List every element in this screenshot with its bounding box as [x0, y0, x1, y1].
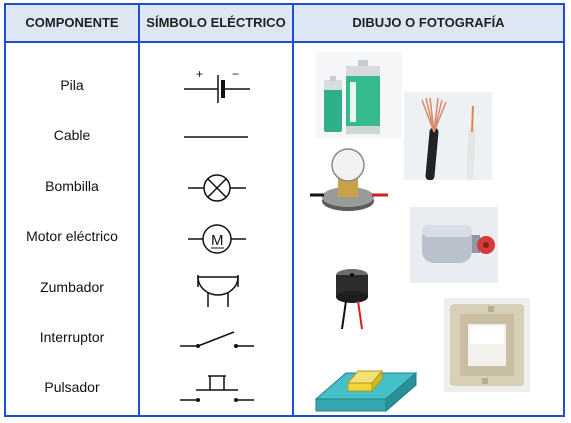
header-picture: DIBUJO O FOTOGRAFÍA — [352, 15, 505, 30]
column-divider — [292, 5, 294, 415]
lamp-symbol-icon — [140, 166, 292, 210]
motor-photo — [410, 207, 498, 283]
battery-symbol-icon: + − — [140, 63, 292, 107]
pushbutton-symbol-icon — [140, 368, 292, 412]
component-name-motor: Motor eléctrico — [26, 228, 118, 244]
component-name-interruptor: Interruptor — [39, 329, 105, 345]
component-name-cable: Cable — [53, 127, 91, 143]
header-component: COMPONENTE — [25, 15, 119, 30]
component-name-zumbador: Zumbador — [40, 279, 104, 295]
switch-photo — [444, 298, 530, 392]
switch-symbol-icon — [140, 318, 292, 362]
cable-photo — [404, 92, 492, 180]
battery-minus-label: − — [232, 67, 239, 81]
component-name-pulsador: Pulsador — [44, 379, 100, 395]
motor-letter: M — [211, 232, 224, 249]
wire-symbol-icon — [140, 115, 292, 159]
bulb-drawing — [308, 145, 394, 217]
motor-symbol-icon: M — [140, 217, 292, 261]
pushbutton-drawing — [312, 357, 418, 415]
battery-plus-label: + — [196, 67, 203, 81]
component-name-bombilla: Bombilla — [45, 178, 99, 194]
buzzer-symbol-icon — [140, 267, 292, 311]
components-table: COMPONENTE SÍMBOLO ELÉCTRICO DIBUJO O FO… — [4, 3, 565, 417]
buzzer-drawing — [324, 263, 384, 333]
table-header: COMPONENTE SÍMBOLO ELÉCTRICO DIBUJO O FO… — [6, 5, 563, 43]
header-symbol: SÍMBOLO ELÉCTRICO — [146, 15, 286, 30]
column-divider — [138, 5, 140, 415]
component-name-pila: Pila — [60, 77, 84, 93]
battery-photo — [316, 52, 402, 138]
